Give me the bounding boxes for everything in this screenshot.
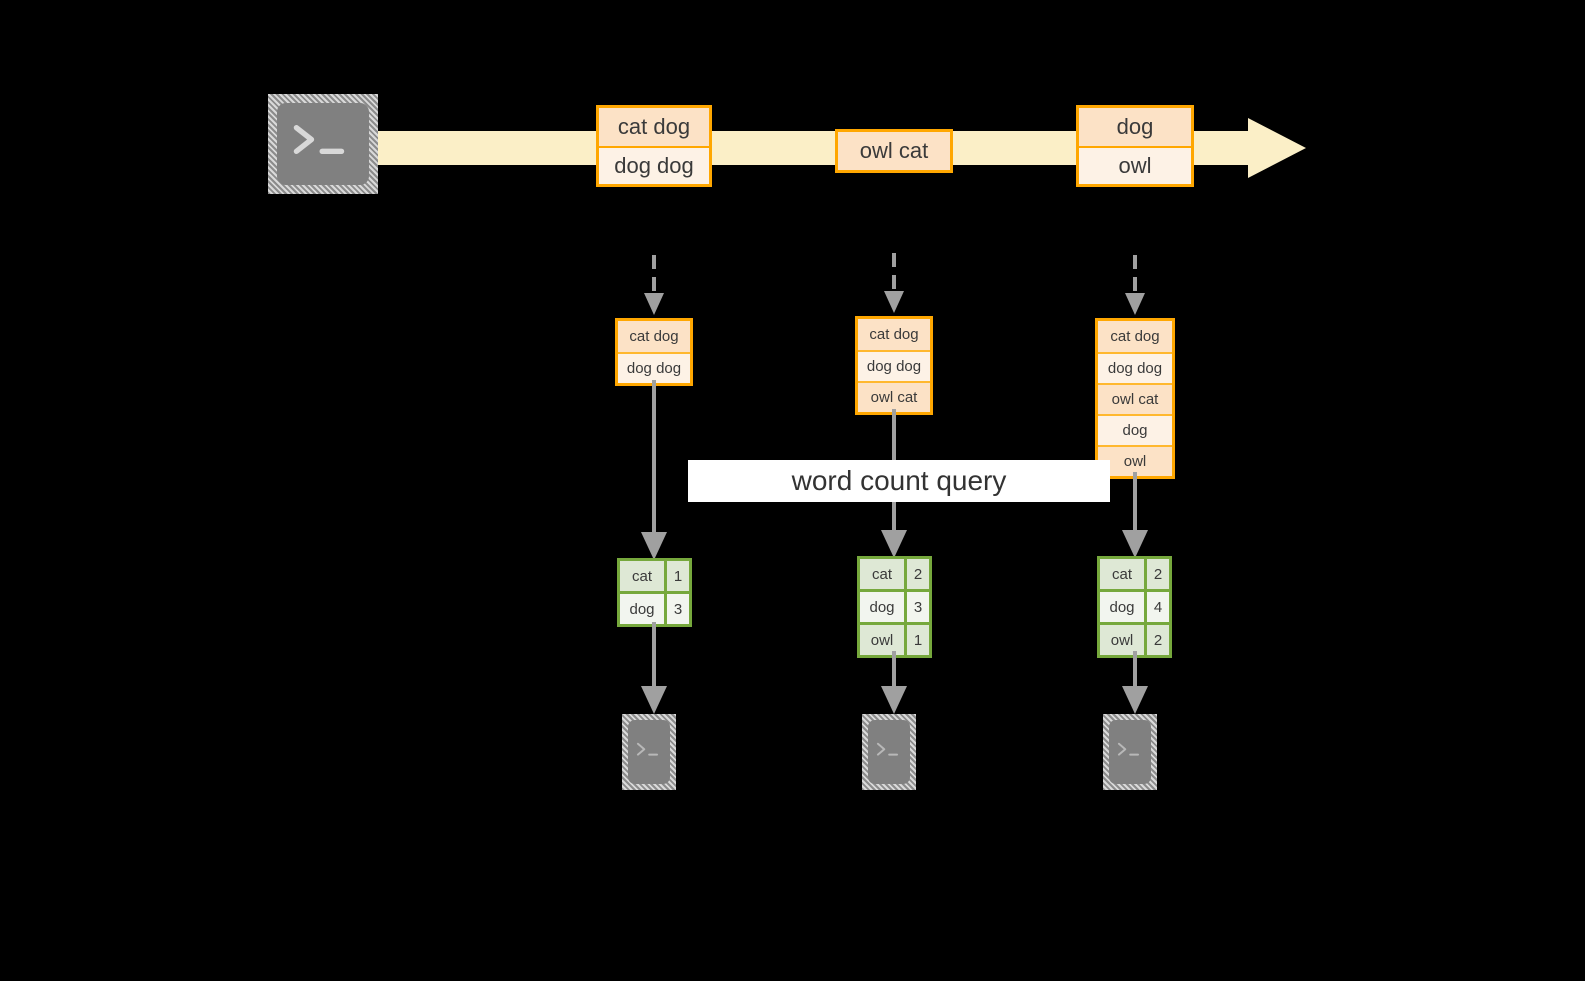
sink-connector [881, 651, 907, 714]
state-line: dog dog [1098, 352, 1172, 383]
prompt-glyph-icon [636, 743, 658, 756]
stream-event-box[interactable]: cat dog dog dog [596, 105, 712, 187]
result-word: dog [860, 592, 904, 622]
terminal-screen [277, 103, 369, 185]
sink-terminal-icon [862, 714, 916, 790]
query-connector [1122, 472, 1148, 558]
query-connector [641, 380, 667, 560]
result-word: dog [1100, 592, 1144, 622]
table-row: owl 2 [1100, 622, 1169, 655]
table-row: dog 3 [860, 589, 929, 622]
query-label: word count query [791, 465, 1007, 496]
result-count: 4 [1144, 592, 1169, 622]
table-row: dog 3 [620, 591, 689, 624]
state-stack[interactable]: cat dog dog dog owl cat dog owl [1095, 318, 1175, 479]
result-count: 2 [1144, 559, 1169, 589]
result-table[interactable]: cat 2 dog 4 owl 2 [1097, 556, 1172, 658]
result-count: 3 [904, 592, 929, 622]
prompt-glyph-icon [293, 125, 345, 155]
state-stack[interactable]: cat dog dog dog [615, 318, 693, 386]
inbound-connector [1125, 255, 1145, 315]
state-line: dog [1098, 414, 1172, 445]
result-table[interactable]: cat 2 dog 3 owl 1 [857, 556, 932, 658]
result-count: 3 [664, 594, 689, 624]
prompt-glyph-icon [1117, 743, 1139, 756]
result-count: 1 [664, 561, 689, 591]
stream-event-line: owl [1079, 146, 1191, 184]
sink-connector [641, 622, 667, 714]
state-line: owl cat [858, 381, 930, 412]
sink-terminal-icon [1103, 714, 1157, 790]
state-line: cat dog [858, 319, 930, 350]
stream-event-line: dog [1079, 108, 1191, 146]
result-word: cat [860, 559, 904, 589]
stream-event-box[interactable]: dog owl [1076, 105, 1194, 187]
result-table[interactable]: cat 1 dog 3 [617, 558, 692, 627]
table-row: cat 2 [860, 559, 929, 589]
table-row: dog 4 [1100, 589, 1169, 622]
state-line: owl cat [1098, 383, 1172, 414]
source-terminal-icon [268, 94, 378, 194]
state-stack[interactable]: cat dog dog dog owl cat [855, 316, 933, 415]
terminal-screen [1109, 720, 1151, 784]
result-word: dog [620, 594, 664, 624]
inbound-connector [884, 253, 904, 313]
prompt-glyph-icon [876, 743, 898, 756]
terminal-screen [868, 720, 910, 784]
result-word: cat [1100, 559, 1144, 589]
state-line: dog dog [858, 350, 930, 381]
state-line: owl [1098, 445, 1172, 476]
result-count: 2 [1144, 625, 1169, 655]
stream-event-box[interactable]: owl cat [835, 129, 953, 173]
terminal-screen [628, 720, 670, 784]
table-row: cat 1 [620, 561, 689, 591]
result-word: owl [1100, 625, 1144, 655]
result-word: owl [860, 625, 904, 655]
result-word: cat [620, 561, 664, 591]
query-label-band: word count query [688, 460, 1110, 502]
result-count: 1 [904, 625, 929, 655]
stream-event-line: owl cat [838, 132, 950, 170]
sink-terminal-icon [622, 714, 676, 790]
stream-event-line: cat dog [599, 108, 709, 146]
sink-connector [1122, 651, 1148, 714]
result-count: 2 [904, 559, 929, 589]
inbound-connector [644, 255, 664, 315]
state-line: cat dog [618, 321, 690, 352]
state-line: dog dog [618, 352, 690, 383]
state-line: cat dog [1098, 321, 1172, 352]
table-row: cat 2 [1100, 559, 1169, 589]
stream-event-line: dog dog [599, 146, 709, 184]
table-row: owl 1 [860, 622, 929, 655]
